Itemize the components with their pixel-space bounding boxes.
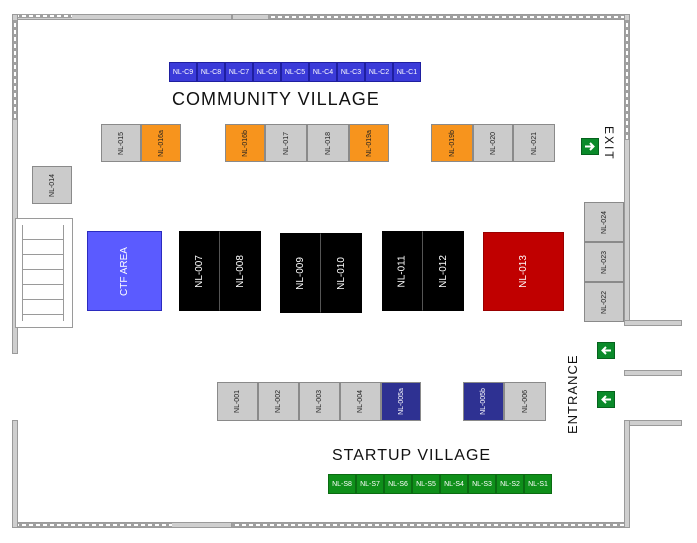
booth-nl-020[interactable]: NL-020 [473,124,513,162]
wall-left-lower [12,420,18,528]
booth-nl-016a[interactable]: NL-016a [141,124,181,162]
exit-label: EXIT [602,126,616,161]
booth-nl-s6[interactable]: NL-S6 [384,474,412,494]
booth-nl-018[interactable]: NL-018 [307,124,349,162]
storage-area [15,218,73,328]
booth-nl-c6[interactable]: NL-C6 [253,62,281,82]
booth-nl-016b[interactable]: NL-016b [225,124,265,162]
booth-nl-c7[interactable]: NL-C7 [225,62,253,82]
booth-nl-s2[interactable]: NL-S2 [496,474,524,494]
booth-nl-s4[interactable]: NL-S4 [440,474,468,494]
entrance-label: ENTRANCE [565,354,580,434]
booth-nl-019b[interactable]: NL-019b [431,124,473,162]
entrance-sign-icon [597,391,615,408]
wall-right-shelf-mid [624,370,682,376]
community-village-title: COMMUNITY VILLAGE [172,89,380,109]
wall-left-dots [13,20,17,120]
startup-village-title: STARTUP VILLAGE [332,447,492,464]
booth-nl-013[interactable]: NL-013 [483,232,564,311]
booth-nl-008[interactable]: NL-008 [220,231,261,311]
wall-top-dots-right [268,15,630,19]
booth-nl-s1[interactable]: NL-S1 [524,474,552,494]
booth-nl-015[interactable]: NL-015 [101,124,141,162]
wall-top-dots-left [12,14,72,18]
booth-nl-011[interactable]: NL-011 [382,231,423,311]
booth-nl-019a[interactable]: NL-019a [349,124,389,162]
wall-right-shelf-bot [624,420,682,426]
booth-nl-001[interactable]: NL-001 [217,382,258,421]
booth-nl-023[interactable]: NL-023 [584,242,624,282]
booth-nl-s8[interactable]: NL-S8 [328,474,356,494]
wall-right-lower [624,420,630,528]
community-village-row: NL-C9 NL-C8 NL-C7 NL-C6 NL-C5 NL-C4 NL-C… [169,62,423,82]
booth-nl-c9[interactable]: NL-C9 [169,62,197,82]
booth-nl-002[interactable]: NL-002 [258,382,299,421]
wall-bottom-dots-left [12,523,172,527]
booth-nl-004[interactable]: NL-004 [340,382,381,421]
wall-bottom-dots-right [232,523,630,527]
storage-grid [22,225,64,321]
booth-nl-s3[interactable]: NL-S3 [468,474,496,494]
booth-nl-005b[interactable]: NL-005b [463,382,504,421]
booth-nl-c3[interactable]: NL-C3 [337,62,365,82]
startup-village-row: NL-S8 NL-S7 NL-S6 NL-S5 NL-S4 NL-S3 NL-S… [328,474,554,494]
booth-nl-003[interactable]: NL-003 [299,382,340,421]
booth-nl-s7[interactable]: NL-S7 [356,474,384,494]
wall-left-upper [12,14,18,354]
booth-nl-014[interactable]: NL-014 [32,166,72,204]
booth-nl-c5[interactable]: NL-C5 [281,62,309,82]
booth-nl-s5[interactable]: NL-S5 [412,474,440,494]
booth-nl-007[interactable]: NL-007 [179,231,220,311]
wall-right-shelf-top [624,320,682,326]
booth-nl-005a[interactable]: NL-005a [381,382,421,421]
booth-nl-012[interactable]: NL-012 [423,231,464,311]
booth-nl-017[interactable]: NL-017 [265,124,307,162]
booth-nl-024[interactable]: NL-024 [584,202,624,242]
wall-right-dots [625,20,629,140]
booth-nl-c4[interactable]: NL-C4 [309,62,337,82]
booth-nl-c1[interactable]: NL-C1 [393,62,421,82]
entrance-sign-icon [597,342,615,359]
booth-nl-c2[interactable]: NL-C2 [365,62,393,82]
booth-nl-006[interactable]: NL-006 [504,382,546,421]
booth-ctf-area[interactable]: CTF AREA [87,231,162,311]
booth-nl-010[interactable]: NL-010 [321,233,362,313]
booth-nl-021[interactable]: NL-021 [513,124,555,162]
exit-sign-icon [581,138,599,155]
booth-nl-009[interactable]: NL-009 [280,233,321,313]
booth-nl-c8[interactable]: NL-C8 [197,62,225,82]
booth-nl-022[interactable]: NL-022 [584,282,624,322]
